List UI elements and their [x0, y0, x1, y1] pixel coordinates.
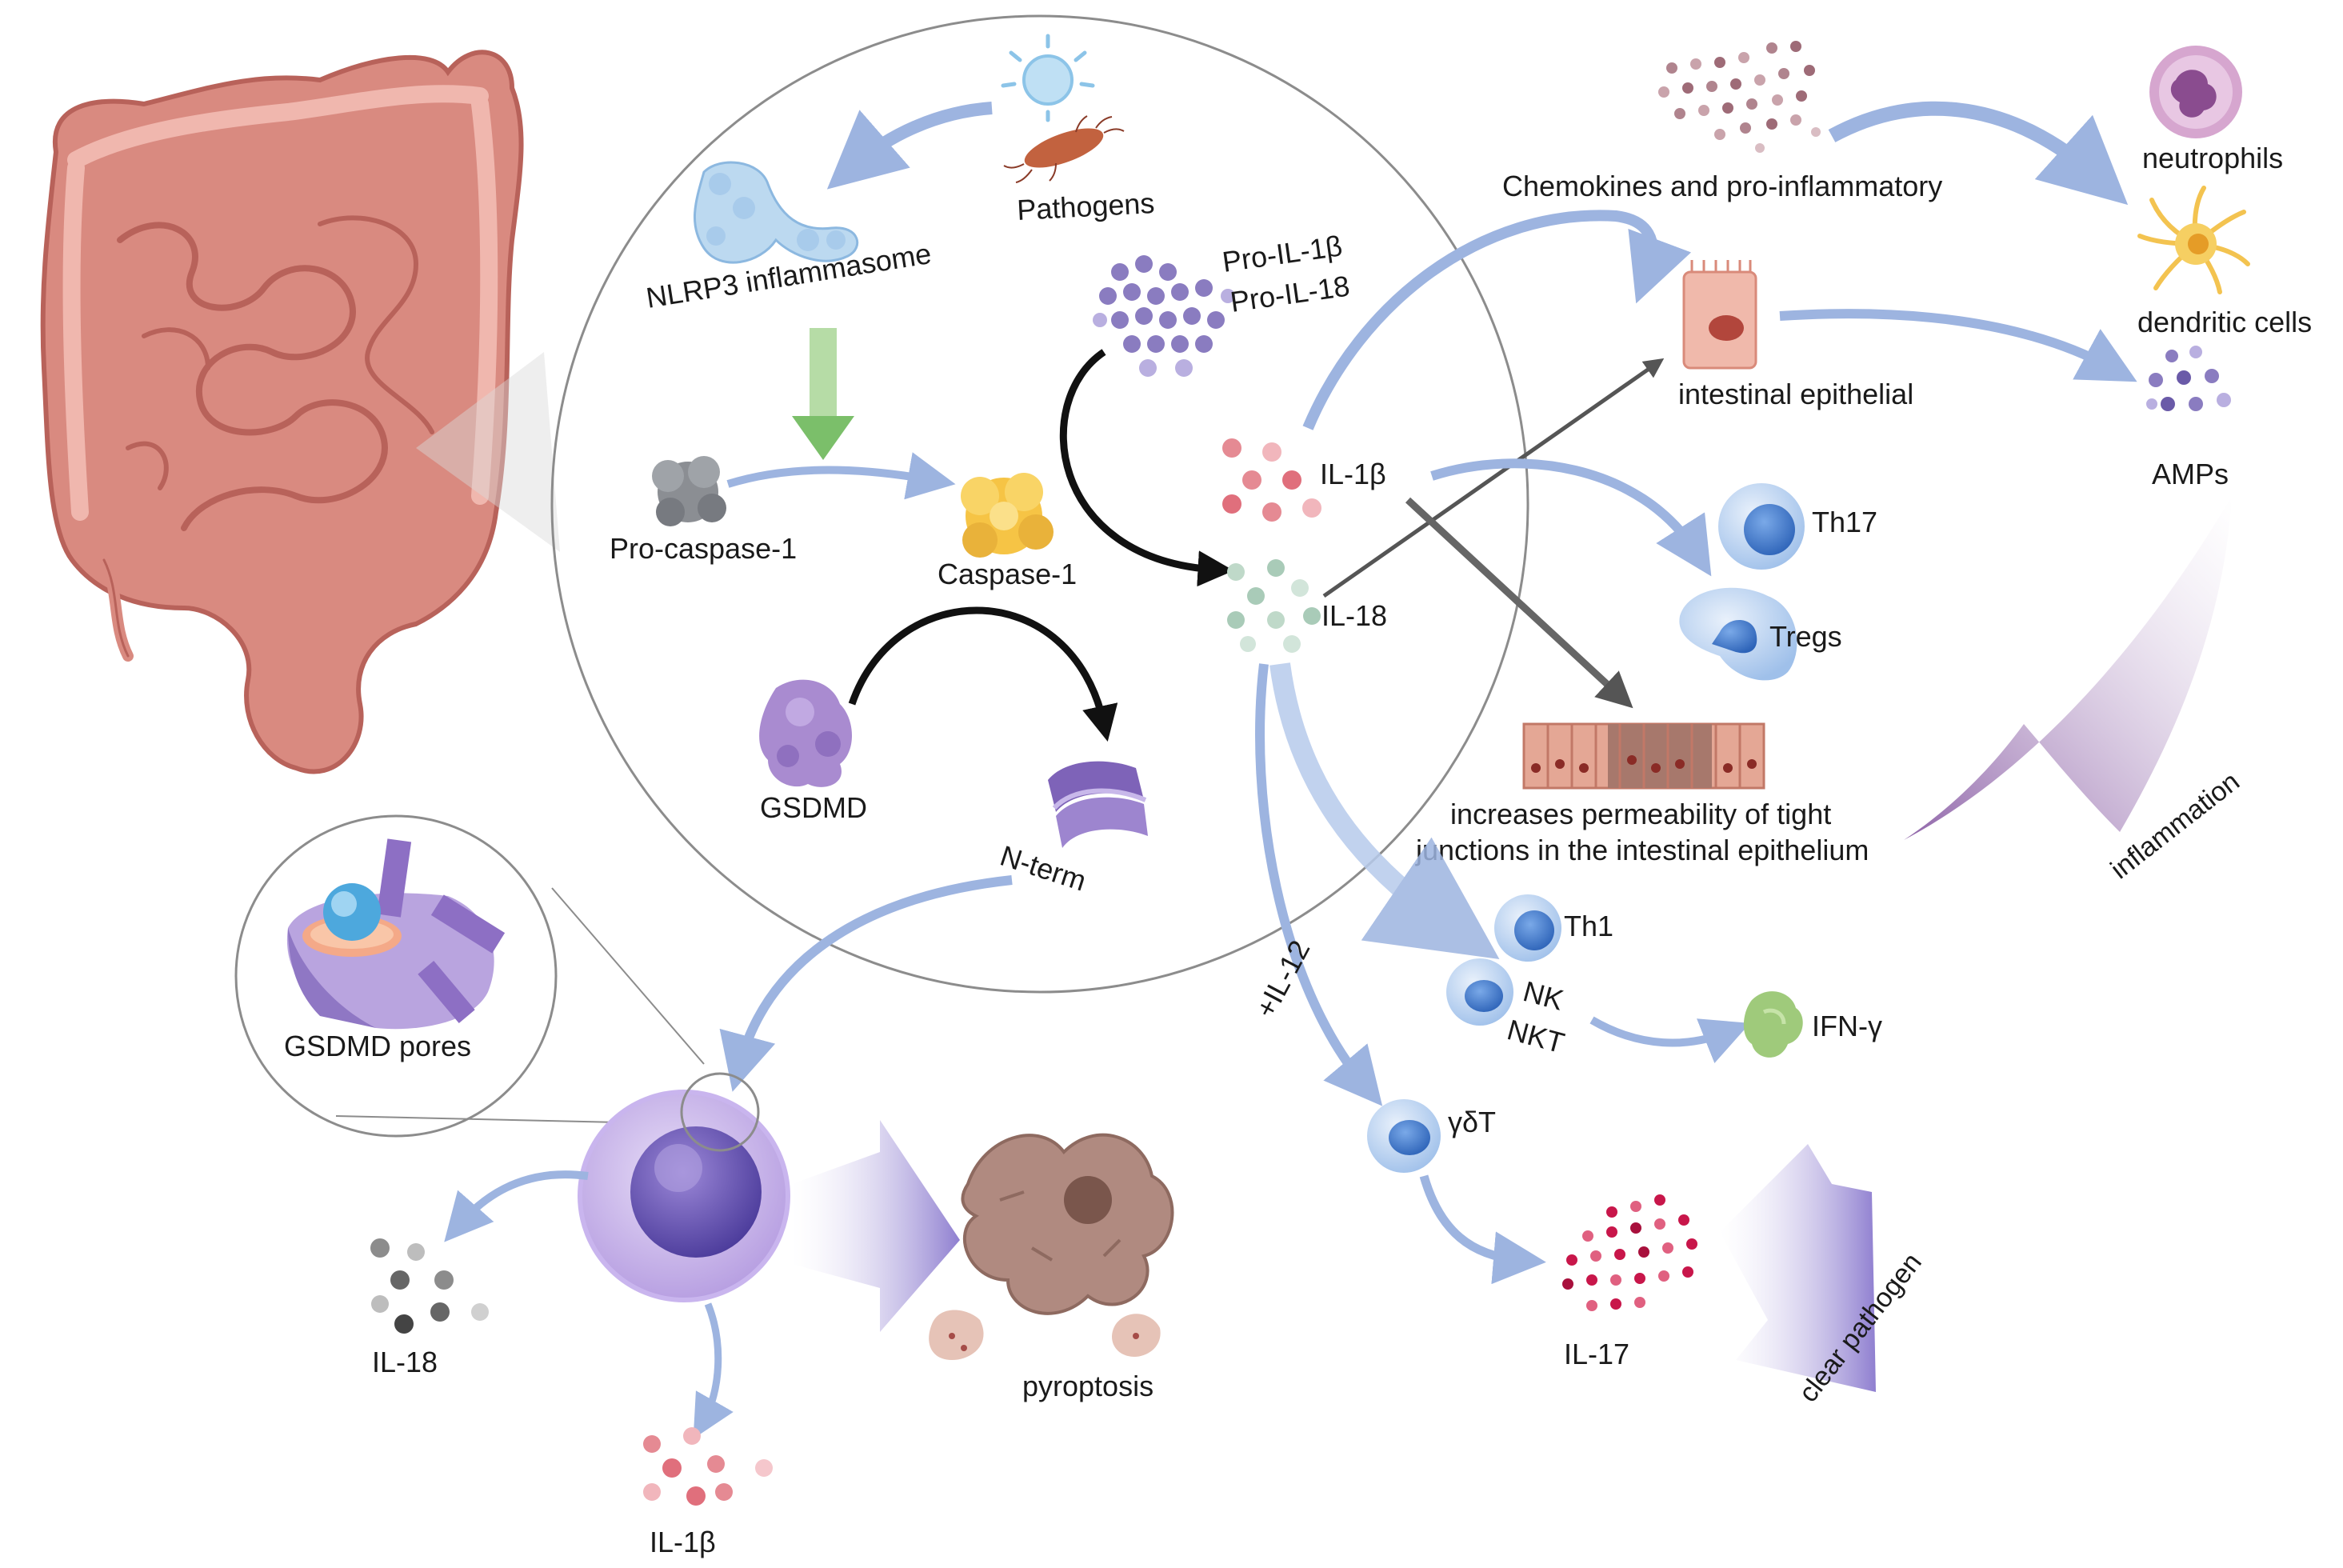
il18-dots	[1227, 559, 1321, 653]
arrow-procytokine-to-cytokine	[1059, 349, 1234, 587]
il1b-dots	[1222, 438, 1321, 522]
arrow-pathogen-to-nlrp3	[826, 102, 993, 190]
caspase-icon	[961, 473, 1054, 558]
pathogen-icon	[1001, 34, 1125, 183]
label-il18-out: IL-18	[372, 1346, 438, 1378]
arrow-gsdmd-to-nterm	[848, 606, 1118, 742]
arrow-chemokines-to-neutrophils	[1828, 101, 2129, 206]
pore-zoom-circle	[680, 1072, 760, 1152]
label-epithelial: intestinal epithelial	[1678, 378, 1913, 410]
label-tregs: Tregs	[1769, 620, 1842, 653]
arrow-macrophage-to-pyroptosis	[792, 1120, 960, 1332]
nlrp3-icon	[694, 161, 859, 264]
gsdmd-pore-icon	[286, 838, 506, 1030]
label-nterm: N-term	[997, 839, 1090, 898]
label-caspase1: Caspase-1	[938, 558, 1077, 590]
arrow-procaspase-to-caspase	[726, 452, 956, 500]
il18-out-dots	[370, 1238, 489, 1334]
neutrophil-icon	[2149, 46, 2242, 138]
label-il18: IL-18	[1321, 599, 1387, 632]
pyroptosis-icon	[929, 1133, 1174, 1360]
arrow-il1b-to-junctions	[1405, 497, 1633, 709]
label-nk: NK	[1520, 974, 1567, 1017]
dendritic-cell-icon	[2137, 186, 2250, 294]
nk-cell-icon	[1446, 958, 1513, 1026]
arrow-il1b-to-epithelial	[1302, 210, 1692, 430]
arrow-to-il1b-out	[693, 1302, 734, 1439]
label-neutrophils: neutrophils	[2142, 142, 2283, 174]
zoom-cone	[416, 352, 560, 552]
label-gsdmd-pores: GSDMD pores	[284, 1030, 471, 1062]
gdt-cell-icon	[1367, 1099, 1441, 1173]
label-il1b-out: IL-1β	[650, 1526, 716, 1558]
gsdmd-icon	[759, 679, 852, 787]
label-permeability-2: junctions in the intestinal epithelium	[1415, 834, 1869, 866]
label-amps: AMPs	[2152, 458, 2229, 490]
arrow-il1b-to-th17	[1430, 458, 1712, 577]
il17-dots	[1562, 1194, 1697, 1311]
pro-cytokine-dots	[1093, 255, 1235, 377]
arrow-epithelial-to-amps	[1779, 309, 2137, 382]
arrow-to-il18-out	[444, 1170, 589, 1242]
chemokine-dots	[1658, 41, 1821, 153]
th1-cell-icon	[1494, 894, 1561, 962]
label-gdt: γδT	[1448, 1106, 1496, 1138]
arrow-gdt-to-il17	[1419, 1174, 1546, 1285]
tight-junction-icon	[1522, 722, 1765, 790]
arrow-nlrp3-to-caspase	[792, 328, 854, 460]
label-nkt: NKT	[1504, 1013, 1568, 1059]
macrophage-icon	[578, 1090, 790, 1302]
intestine-icon	[40, 50, 524, 774]
label-pathogens: Pathogens	[1016, 186, 1155, 226]
il1b-out-dots	[643, 1427, 773, 1506]
label-pro-il1b: Pro-IL-1β	[1220, 229, 1344, 278]
arrow-il18-to-th1	[1269, 662, 1500, 959]
label-permeability-1: increases permeability of tight	[1450, 798, 1831, 830]
label-il1b: IL-1β	[1320, 458, 1386, 490]
epithelial-cell-icon	[1682, 260, 1757, 370]
label-gsdmd: GSDMD	[760, 791, 867, 824]
amps-dots	[2146, 346, 2231, 411]
pro-caspase-icon	[652, 456, 726, 526]
label-pro-il18: Pro-IL-18	[1228, 269, 1351, 318]
label-th1: Th1	[1564, 910, 1613, 942]
arrow-nterm-to-macrophage	[719, 875, 1013, 1092]
label-th17: Th17	[1812, 506, 1877, 538]
inset-line-upper	[551, 887, 705, 1065]
inflammasome-circle	[550, 14, 1529, 994]
ifng-icon	[1743, 991, 1803, 1058]
nterm-icon	[1048, 761, 1148, 848]
arrow-nk-to-ifng	[1589, 1016, 1750, 1063]
label-pyroptosis: pyroptosis	[1022, 1370, 1154, 1402]
treg-icon	[1679, 587, 1797, 681]
t-cell-icon	[1718, 483, 1805, 570]
label-chemokines: Chemokines and pro-inflammatory	[1502, 170, 1942, 202]
label-dendritic: dendritic cells	[2137, 306, 2312, 338]
arrow-il18-to-epithelial	[1322, 358, 1665, 598]
label-il17: IL-17	[1564, 1338, 1629, 1370]
label-ifng: IFN-γ	[1812, 1010, 1882, 1042]
arrow-il18-to-gdt	[1255, 663, 1383, 1106]
arrow-to-clear-pathogen	[1720, 1144, 1876, 1392]
inflammation-arrow	[1904, 496, 2232, 840]
label-pro-caspase1: Pro-caspase-1	[610, 532, 797, 565]
